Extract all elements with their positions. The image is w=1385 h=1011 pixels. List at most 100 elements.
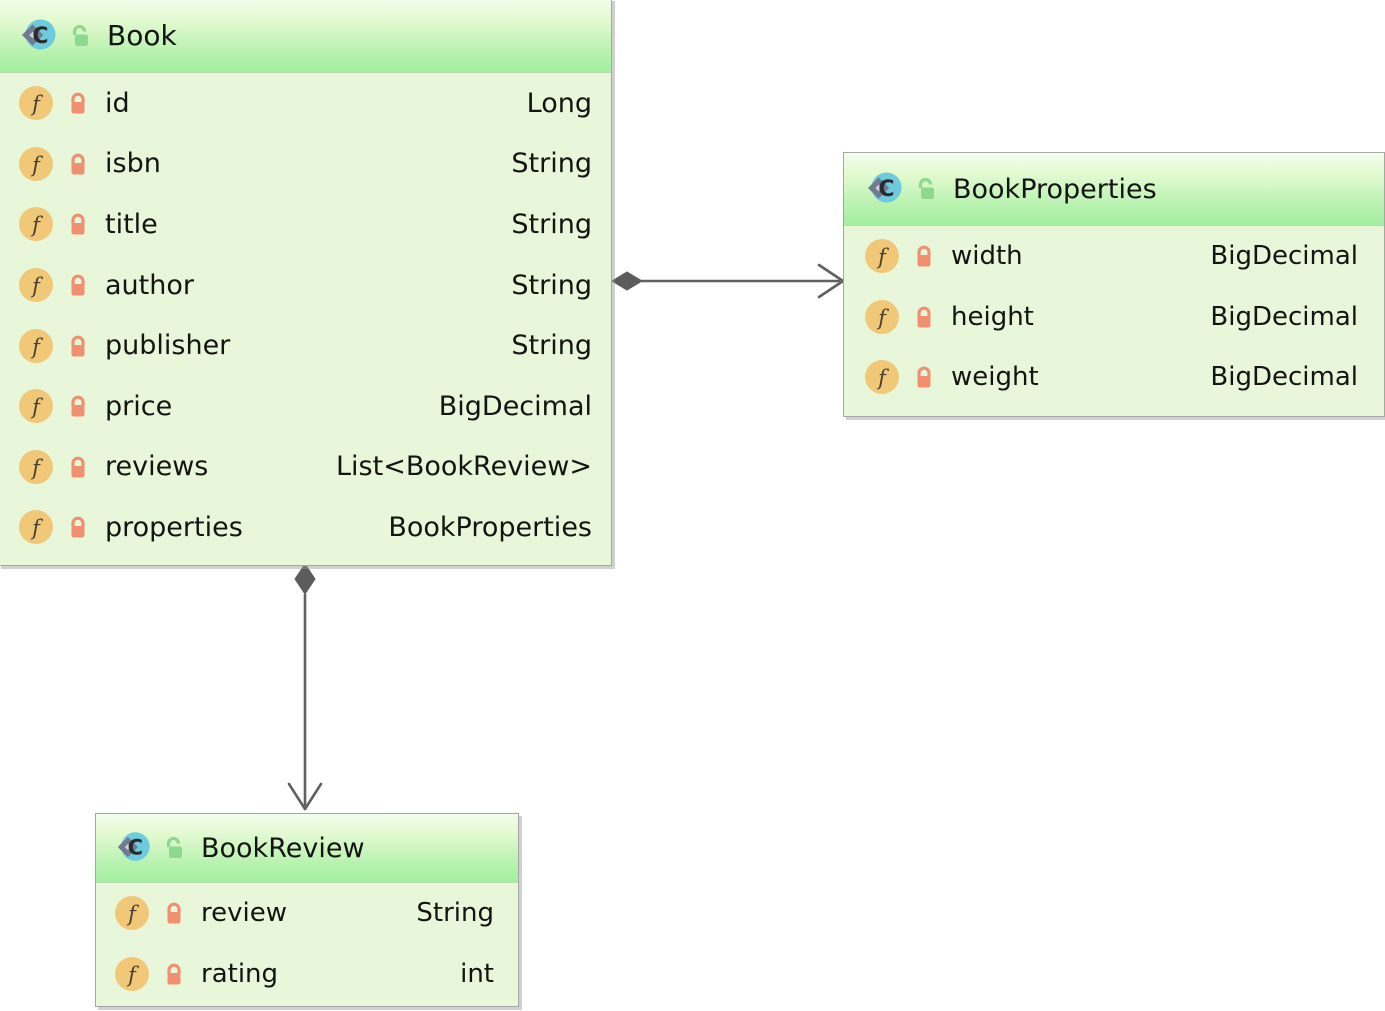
private-lock-icon bbox=[67, 151, 89, 177]
unlocked-green-lock-icon bbox=[915, 176, 939, 202]
svg-text:f: f bbox=[30, 274, 43, 298]
member-name: publisher bbox=[105, 330, 231, 362]
member-name: rating bbox=[201, 958, 279, 989]
relationship-book-to-bookreview[interactable] bbox=[287, 563, 323, 811]
private-lock-icon bbox=[163, 961, 185, 987]
class-members-bookproperties: f width BigDecimal f bbox=[844, 226, 1384, 408]
class-name-label: Book bbox=[107, 19, 177, 52]
member-name: reviews bbox=[105, 451, 209, 483]
class-icon: C bbox=[17, 15, 59, 57]
field-icon: f bbox=[17, 266, 55, 304]
member-row[interactable]: f rating int bbox=[96, 944, 518, 1005]
open-arrow-icon bbox=[817, 263, 845, 299]
member-name: price bbox=[105, 390, 173, 422]
class-header-bookproperties[interactable]: C BookProperties bbox=[844, 153, 1384, 226]
svg-text:f: f bbox=[30, 213, 43, 237]
member-row[interactable]: f isbn String bbox=[0, 134, 611, 195]
member-type: Long bbox=[526, 87, 592, 119]
relationship-book-to-bookproperties[interactable] bbox=[611, 263, 845, 299]
member-row[interactable]: f publisher String bbox=[0, 315, 611, 376]
field-icon: f bbox=[863, 298, 901, 336]
member-row[interactable]: f properties BookProperties bbox=[0, 497, 611, 558]
member-name: weight bbox=[951, 362, 1039, 393]
svg-text:f: f bbox=[126, 902, 139, 926]
private-lock-icon bbox=[67, 333, 89, 359]
member-type: BigDecimal bbox=[1210, 362, 1358, 393]
svg-text:f: f bbox=[30, 456, 43, 480]
member-name: width bbox=[951, 241, 1023, 272]
field-icon: f bbox=[113, 894, 151, 932]
member-name: title bbox=[105, 208, 158, 240]
unlocked-green-lock-icon bbox=[69, 23, 93, 49]
field-icon: f bbox=[17, 327, 55, 365]
private-lock-icon bbox=[67, 393, 89, 419]
svg-text:f: f bbox=[30, 516, 43, 540]
private-lock-icon bbox=[67, 90, 89, 116]
svg-text:f: f bbox=[876, 306, 889, 330]
svg-text:f: f bbox=[876, 366, 889, 390]
private-lock-icon bbox=[913, 364, 935, 390]
private-lock-icon bbox=[67, 211, 89, 237]
class-icon: C bbox=[113, 828, 153, 868]
svg-text:C: C bbox=[32, 24, 48, 49]
svg-text:f: f bbox=[30, 92, 43, 116]
member-row[interactable]: f reviews List<BookReview> bbox=[0, 437, 611, 498]
member-type: List<BookReview> bbox=[336, 451, 592, 483]
class-header-bookreview[interactable]: C BookReview bbox=[96, 814, 518, 883]
class-box-book[interactable]: C Book f bbox=[0, 0, 612, 566]
member-type: int bbox=[460, 958, 494, 989]
svg-text:f: f bbox=[30, 153, 43, 177]
filled-diamond-icon bbox=[611, 271, 643, 291]
private-lock-icon bbox=[67, 454, 89, 480]
member-type: BigDecimal bbox=[438, 390, 592, 422]
member-type: String bbox=[511, 330, 592, 362]
svg-text:f: f bbox=[30, 395, 43, 419]
member-type: BookProperties bbox=[388, 511, 592, 543]
private-lock-icon bbox=[67, 514, 89, 540]
class-members-book: f id Long f bbox=[0, 73, 611, 558]
filled-diamond-icon bbox=[294, 563, 316, 595]
member-row[interactable]: f title String bbox=[0, 194, 611, 255]
class-name-label: BookProperties bbox=[953, 173, 1157, 205]
svg-text:C: C bbox=[878, 177, 894, 202]
member-row[interactable]: f price BigDecimal bbox=[0, 376, 611, 437]
member-name: id bbox=[105, 87, 130, 119]
field-icon: f bbox=[17, 145, 55, 183]
class-name-label: BookReview bbox=[201, 832, 365, 864]
member-row[interactable]: f height BigDecimal bbox=[844, 287, 1384, 348]
member-name: review bbox=[201, 898, 287, 929]
field-icon: f bbox=[863, 237, 901, 275]
private-lock-icon bbox=[913, 243, 935, 269]
private-lock-icon bbox=[913, 304, 935, 330]
private-lock-icon bbox=[67, 272, 89, 298]
field-icon: f bbox=[17, 508, 55, 546]
field-icon: f bbox=[863, 358, 901, 396]
svg-text:f: f bbox=[30, 335, 43, 359]
class-icon: C bbox=[863, 168, 905, 210]
member-name: author bbox=[105, 269, 194, 301]
open-arrow-icon bbox=[287, 782, 323, 811]
member-row[interactable]: f author String bbox=[0, 255, 611, 316]
member-type: String bbox=[511, 269, 592, 301]
class-box-bookproperties[interactable]: C BookProperties f bbox=[843, 152, 1385, 417]
member-row[interactable]: f id Long bbox=[0, 73, 611, 134]
field-icon: f bbox=[113, 955, 151, 993]
member-type: String bbox=[511, 208, 592, 240]
private-lock-icon bbox=[163, 900, 185, 926]
member-row[interactable]: f review String bbox=[96, 883, 518, 944]
member-type: BigDecimal bbox=[1210, 241, 1358, 272]
member-name: properties bbox=[105, 511, 243, 543]
class-box-bookreview[interactable]: C BookReview f bbox=[95, 813, 519, 1007]
field-icon: f bbox=[17, 84, 55, 122]
member-row[interactable]: f weight BigDecimal bbox=[844, 347, 1384, 408]
field-icon: f bbox=[17, 448, 55, 486]
member-name: height bbox=[951, 301, 1034, 332]
unlocked-green-lock-icon bbox=[163, 835, 187, 861]
member-type: String bbox=[416, 898, 494, 929]
member-row[interactable]: f width BigDecimal bbox=[844, 226, 1384, 287]
class-header-book[interactable]: C Book bbox=[0, 0, 611, 73]
svg-text:f: f bbox=[126, 963, 139, 987]
field-icon: f bbox=[17, 387, 55, 425]
svg-text:C: C bbox=[128, 836, 143, 860]
